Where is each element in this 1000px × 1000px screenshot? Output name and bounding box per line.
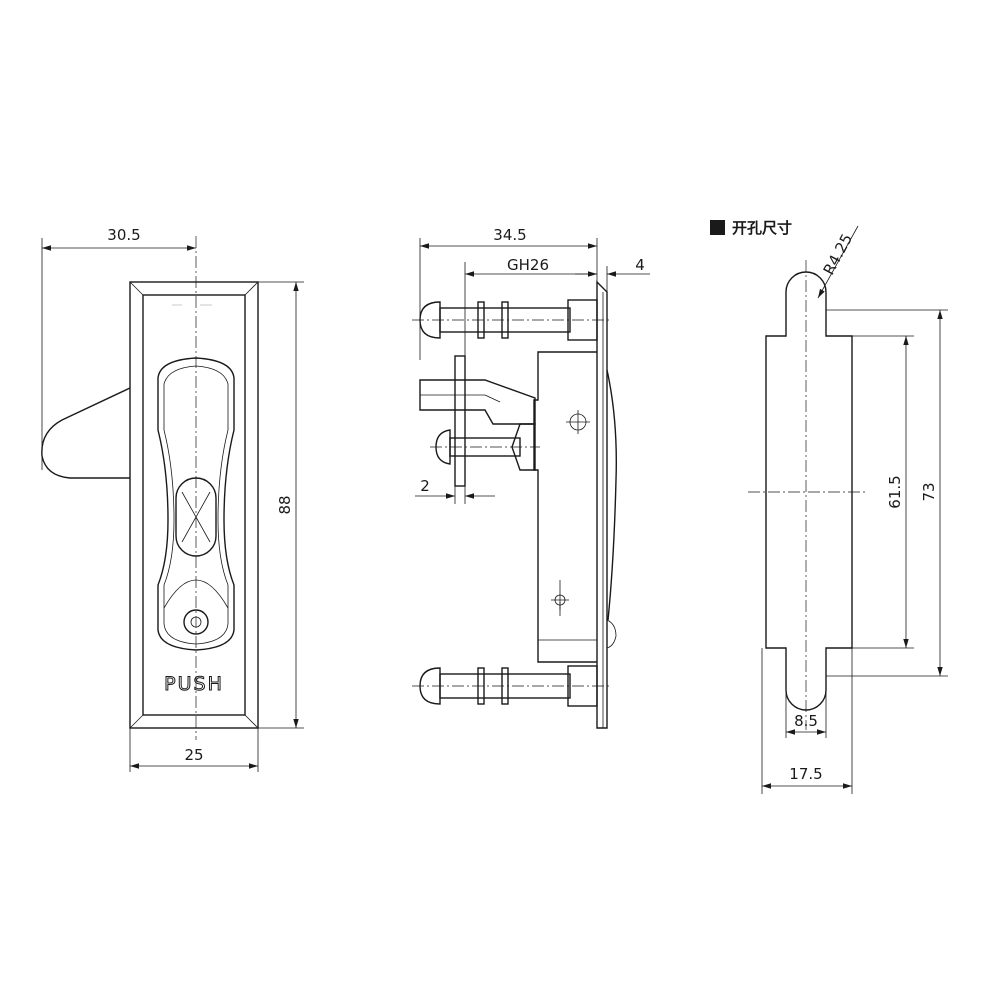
key-cylinder bbox=[183, 609, 209, 635]
dim-total-width: 17.5 bbox=[789, 765, 822, 783]
push-label: PUSH bbox=[164, 673, 224, 695]
dim-height: 88 bbox=[276, 495, 294, 514]
dim-length: 34.5 bbox=[493, 226, 526, 244]
front-inner-plate bbox=[142, 294, 246, 716]
side-view: 34.5 GH26 4 2 bbox=[412, 226, 650, 729]
cutout-title: 开孔尺寸 bbox=[732, 219, 792, 237]
dim-outer-height: 73 bbox=[920, 482, 938, 501]
handle-body bbox=[157, 357, 235, 651]
front-outer-plate bbox=[129, 281, 259, 729]
dim-width-bottom: 25 bbox=[184, 746, 203, 764]
dim-offset: 2 bbox=[420, 477, 430, 495]
side-latch-bar bbox=[419, 379, 536, 425]
dim-width-top: 30.5 bbox=[107, 226, 140, 244]
front-view: PUSH 30.5 88 25 bbox=[41, 226, 304, 772]
dim-radius: R4.25 bbox=[820, 231, 856, 278]
cutout-view: 开孔尺寸 R4.25 73 61.5 8.5 17.5 bbox=[710, 219, 948, 794]
cutout-title-marker bbox=[710, 220, 725, 235]
dim-plate: 4 bbox=[635, 256, 645, 274]
side-front-plate bbox=[596, 280, 608, 729]
side-housing bbox=[533, 351, 597, 663]
latch-tongue bbox=[41, 387, 131, 479]
dim-inner-height: 61.5 bbox=[886, 475, 904, 508]
dim-thread: GH26 bbox=[507, 256, 549, 274]
cutout-profile bbox=[765, 271, 853, 711]
dim-neck-width: 8.5 bbox=[794, 712, 818, 730]
